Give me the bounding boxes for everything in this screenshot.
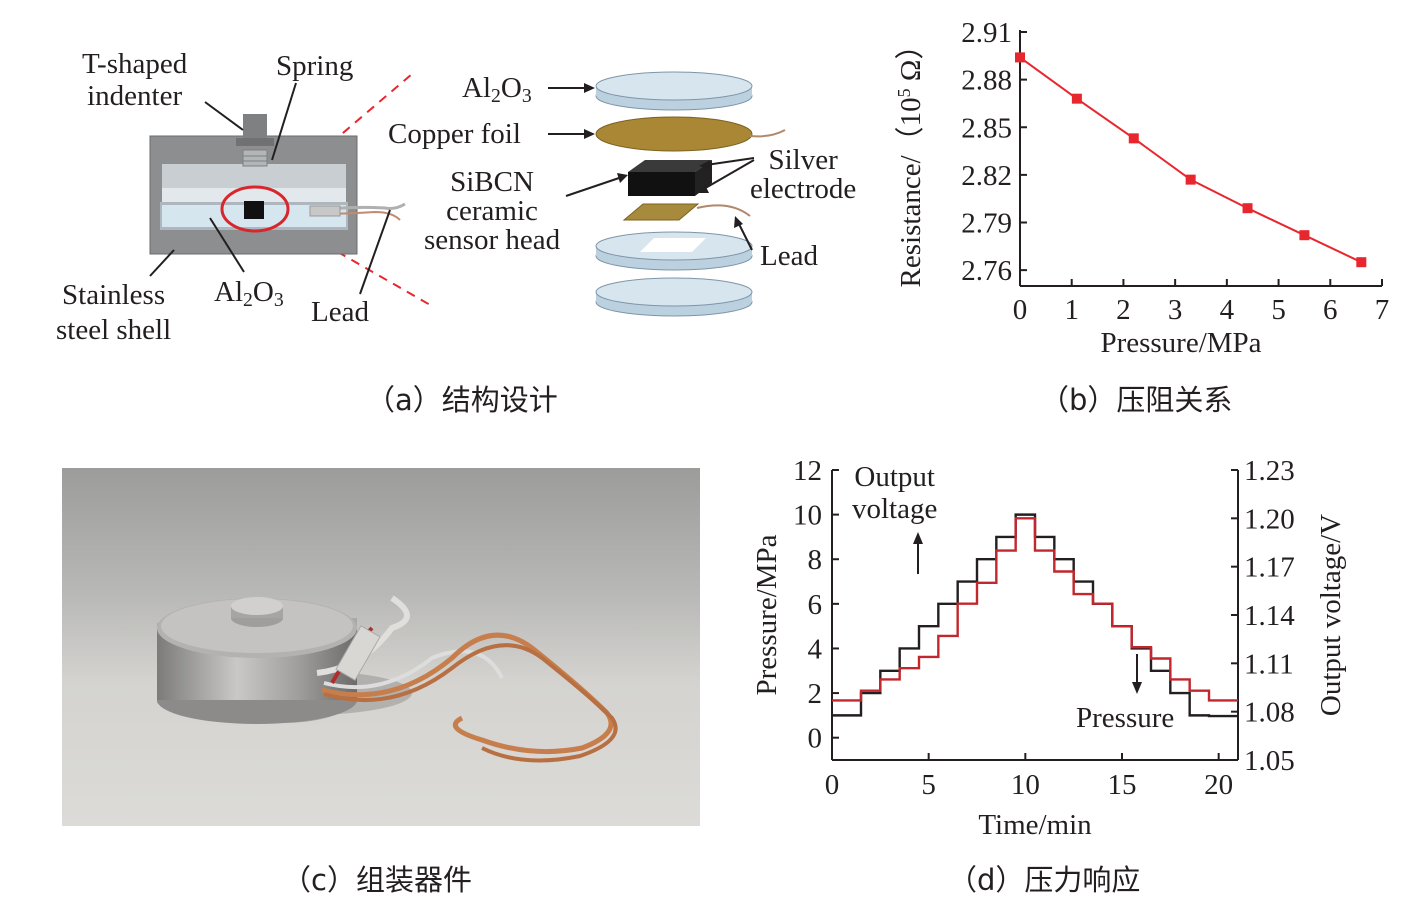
panel-a-structure: T-shaped indenter Spring Stainless steel… [0,0,900,420]
label-al2o3-right: Al2O3 [462,72,532,107]
data-point [1299,230,1310,241]
x-tick-label: 3 [1168,294,1183,326]
y-tick-label: 2 [808,678,823,710]
caption-b: （b）压阻关系 [1040,383,1233,417]
x-tick-label: 20 [1204,769,1233,801]
y2-tick-label: 1.05 [1244,745,1295,777]
caption-a: （a）结构设计 [366,383,558,417]
y-axis-label: Pressure/MPa [751,534,783,695]
label-al2o3-left: Al2O3 [214,276,284,311]
x-tick-label: 5 [921,769,936,801]
chart-pressure-response: 0 5 10 15 20 0 2 4 6 8 10 12 1.05 1.08 1.11 1.14 1.17 1.2… [751,455,1347,841]
y2-tick-label: 1.11 [1244,648,1294,680]
y-tick-label: 4 [808,633,823,665]
y2-tick-label: 1.20 [1244,503,1295,535]
y-tick-label: 12 [793,455,822,487]
caption-d: （d）压力响应 [948,863,1141,897]
x-tick-label: 15 [1108,769,1137,801]
y-tick-label: 2.79 [961,208,1012,240]
copper-foil [595,116,753,152]
label-shell: Stainless steel shell [56,279,172,346]
label-spring: Spring [276,50,354,82]
x-tick-label: 4 [1220,294,1235,326]
label-lead-right: Lead [760,240,818,272]
y-tick-label: 10 [793,500,822,532]
y-tick-label: 2.82 [961,160,1012,192]
t-indenter [243,114,267,140]
sibcn-block [628,172,695,196]
data-point [1071,93,1082,104]
y-tick-label: 2.85 [961,112,1012,144]
y-tick-label: 8 [808,544,823,576]
y-tick-label: 2.91 [961,17,1012,49]
panel-d-pressure-response: 0 5 10 15 20 0 2 4 6 8 10 12 1.05 1.08 1.11 1.14 1.17 1.2… [740,440,1424,915]
x-tick-label: 7 [1375,294,1390,326]
assembled-sensor-photo [62,468,700,826]
data-point [1015,52,1025,63]
series-output-voltage [832,517,1238,702]
photo-of-assembled-sensor-icon [157,595,618,763]
chart-resistance-pressure: 0 1 2 3 4 5 6 7 2.76 2.79 2.82 2.85 2.88 2.91Pressure… [894,17,1390,359]
spring [242,149,268,167]
sensor-structure-diagram [149,71,786,317]
x-tick-label: 0 [1013,294,1028,326]
arrow-down-head-icon [1132,682,1142,694]
exploded-view [548,71,786,317]
series-line [1019,56,1362,264]
data-point [1356,257,1367,268]
y2-tick-label: 1.23 [1244,455,1295,487]
y2-tick-label: 1.17 [1244,552,1295,584]
label-silver-electrode: Silver electrode [750,144,857,205]
data-point [1242,203,1253,214]
x-tick-label: 1 [1064,294,1079,326]
x-tick-label: 5 [1271,294,1286,326]
label-lead-left: Lead [311,296,369,328]
annotation-output-voltage: Output voltage [852,461,938,525]
y-tick-label: 2.88 [961,65,1012,97]
y2-tick-label: 1.08 [1244,697,1295,729]
y-tick-label: 6 [808,589,823,621]
label-copper-foil: Copper foil [388,118,521,150]
x-axis-label: Time/min [978,809,1092,841]
y-tick-label: 2.76 [961,255,1012,287]
caption-c: （c）组装器件 [282,863,472,897]
x-tick-label: 0 [825,769,840,801]
annotation-pressure: Pressure [1076,702,1175,734]
arrow-up-head-icon [913,532,923,544]
x-axis-label: Pressure/MPa [1100,327,1261,359]
sensor-block [244,201,264,219]
data-point [1128,133,1139,144]
y2-tick-label: 1.14 [1244,600,1295,632]
y-axis-label: Resistance/（105 Ω） [894,31,927,288]
x-tick-label: 2 [1116,294,1131,326]
x-tick-label: 6 [1323,294,1338,326]
x-tick-label: 10 [1011,769,1040,801]
data-point [1185,174,1196,185]
label-indenter: T-shaped indenter [82,48,188,113]
y2-axis-label: Output voltage/V [1315,514,1347,716]
y-tick-label: 0 [808,723,823,755]
label-sensor-head: SiBCN ceramic sensor head [424,166,561,256]
